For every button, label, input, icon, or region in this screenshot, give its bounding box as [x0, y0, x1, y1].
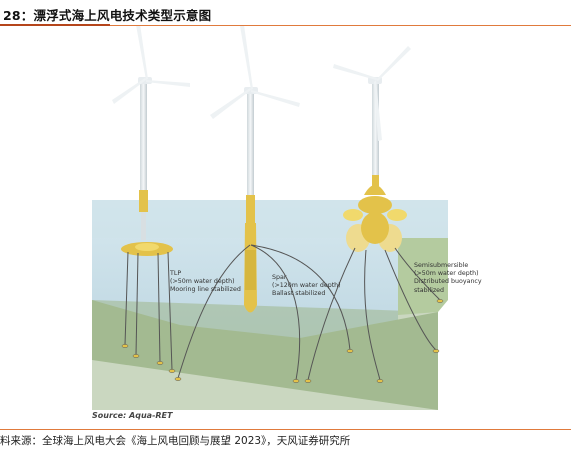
- footer-note: 料来源：全球海上风电大会《海上风电回顾与展望 2023》，天风证券研究所: [0, 435, 351, 447]
- label-spar: Spar(>120m water depth)Ballast stabilize…: [272, 274, 341, 299]
- footer-divider: [0, 429, 571, 430]
- figure-header: 28：漂浮式海上风电技术类型示意图: [0, 0, 571, 26]
- seabed: [92, 238, 448, 410]
- label-semi-name: Semisubmersible: [414, 262, 469, 269]
- label-tlp-depth: (>50m water depth): [170, 278, 235, 286]
- source-caption: Source: Aqua-RET: [92, 411, 173, 420]
- label-tlp: TLP(>50m water depth)Mooring line stabil…: [170, 270, 241, 295]
- label-spar-depth: (>120m water depth): [272, 282, 341, 290]
- label-spar-name: Spar: [272, 274, 287, 281]
- figure-title: 28：漂浮式海上风电技术类型示意图: [3, 8, 212, 23]
- label-spar-stabilization: Ballast stabilized: [272, 290, 326, 298]
- label-semi-depth: (>50m water depth): [414, 270, 479, 278]
- floating-wind-illustration: [92, 26, 448, 410]
- label-semisubmersible: Semisubmersible(>50m water depth)Distrib…: [414, 262, 484, 295]
- turbine-tlp: [112, 26, 190, 371]
- anchors: [121, 299, 444, 383]
- turbine-spar: [177, 26, 351, 381]
- turbine-semisubmersible: [307, 46, 441, 381]
- label-tlp-name: TLP: [170, 270, 182, 277]
- title-divider-accent: [0, 24, 110, 26]
- label-semi-stabilization: Distributed buoyancy stabilized: [414, 278, 482, 294]
- label-tlp-stabilization: Mooring line stabilized: [170, 286, 241, 294]
- title-divider: [0, 25, 571, 26]
